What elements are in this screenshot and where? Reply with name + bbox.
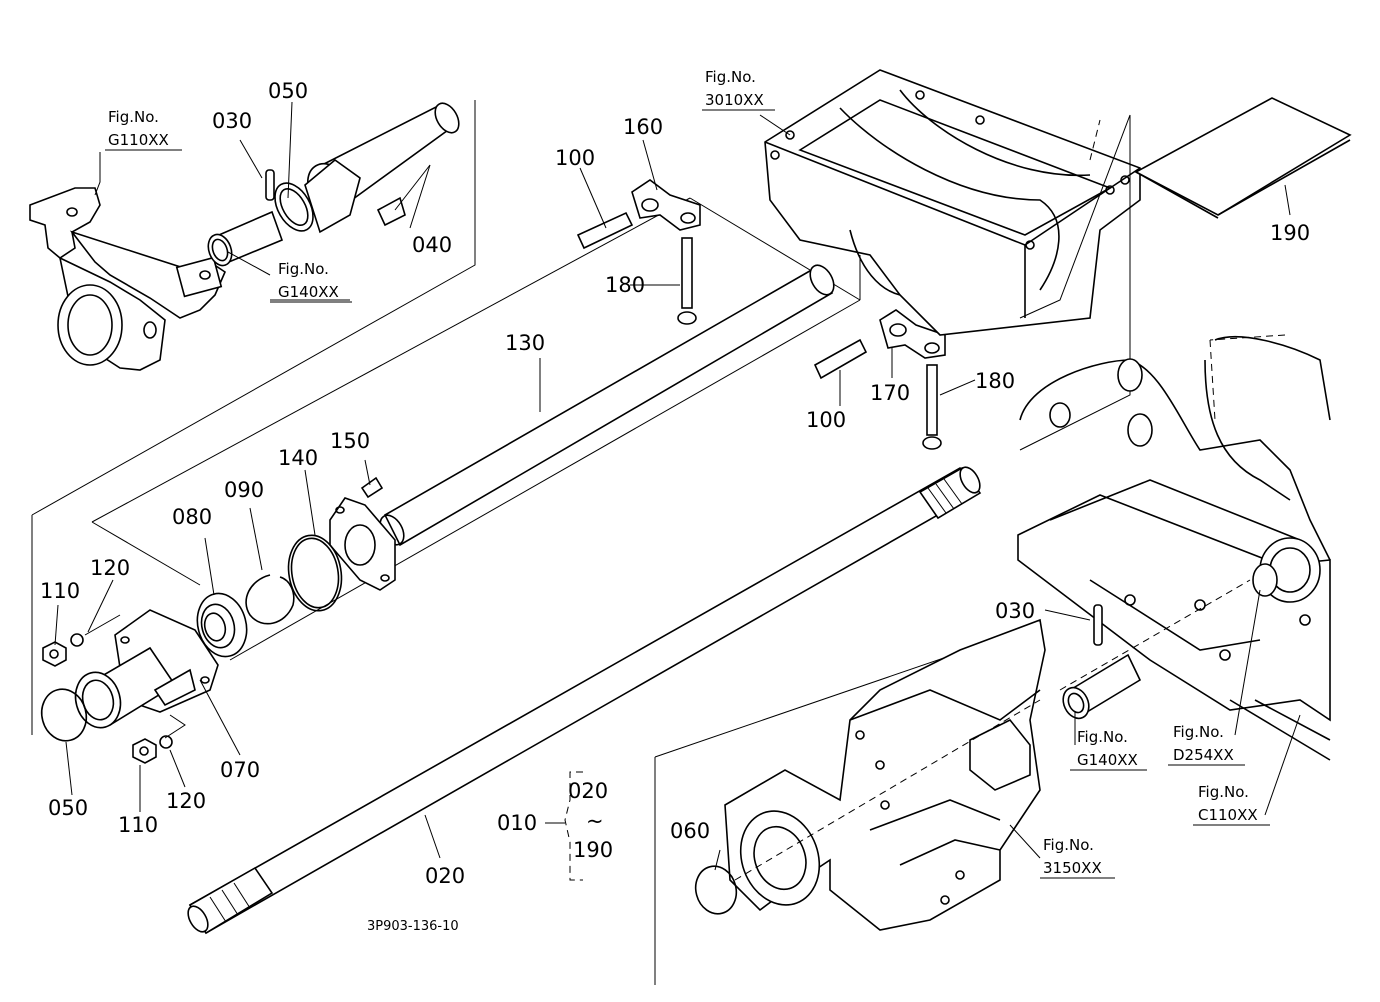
- fig-ref-g140-top: Fig.No. G140XX: [270, 260, 352, 303]
- part-label-190-top: 190: [1270, 221, 1310, 245]
- part-label-070: 070: [220, 758, 260, 782]
- o-ring-050-drawing: [40, 688, 88, 742]
- part-label-040: 040: [412, 233, 452, 257]
- part-label-010: 010: [497, 811, 537, 835]
- part-label-030-top: 030: [212, 109, 252, 133]
- svg-text:Fig.No.: Fig.No.: [1198, 783, 1249, 801]
- kit-range-end: 190: [573, 838, 613, 862]
- drawing-code: 3P903-136-10: [367, 919, 459, 934]
- part-label-050-bottom: 050: [48, 796, 88, 820]
- svg-text:Fig.No.: Fig.No.: [278, 260, 329, 278]
- leader-lines: [54, 101, 1301, 871]
- fig-3010-housing-drawing: [764, 69, 1141, 451]
- part-label-060: 060: [670, 819, 710, 843]
- housing-070-drawing: [74, 609, 219, 729]
- svg-text:G140XX: G140XX: [278, 283, 339, 301]
- part-label-090: 090: [224, 478, 264, 502]
- shaft-020-drawing: [187, 466, 982, 935]
- part-label-080: 080: [172, 505, 212, 529]
- fig-ref-g110-top: Fig.No. G110XX: [105, 108, 182, 151]
- fig-g110-bracket-drawing: [29, 187, 227, 371]
- sheet-190-drawing: [1134, 97, 1352, 219]
- part-label-110-top: 110: [40, 579, 80, 603]
- part-label-150: 150: [330, 429, 370, 453]
- transmission-case-drawing: [1017, 334, 1331, 761]
- kit-010-bracket: [564, 771, 583, 881]
- bracket-160-170-drawing: [576, 179, 946, 450]
- part-label-180-bottom: 180: [975, 369, 1015, 393]
- part-label-140: 140: [278, 446, 318, 470]
- part-label-180-top: 180: [605, 273, 645, 297]
- fig-ref-c110: Fig.No. C110XX: [1193, 783, 1270, 826]
- svg-text:3010XX: 3010XX: [705, 91, 764, 109]
- svg-text:C110XX: C110XX: [1198, 806, 1258, 824]
- svg-text:Fig.No.: Fig.No.: [705, 68, 756, 86]
- part-label-020-shaft: 020: [425, 864, 465, 888]
- part-label-160: 160: [623, 115, 663, 139]
- part-label-170: 170: [870, 381, 910, 405]
- svg-text:Fig.No.: Fig.No.: [1173, 723, 1224, 741]
- fig-3150-case-drawing: [654, 579, 1251, 985]
- flange-plate-drawing: [245, 476, 396, 625]
- svg-text:Fig.No.: Fig.No.: [1077, 728, 1128, 746]
- kit-range-tilde: ~: [586, 809, 604, 833]
- svg-text:D254XX: D254XX: [1173, 746, 1234, 764]
- part-label-130: 130: [505, 331, 545, 355]
- fig-ref-3150: Fig.No. 3150XX: [1040, 836, 1115, 879]
- part-label-100-bottom: 100: [806, 408, 846, 432]
- fig-ref-3010: Fig.No. 3010XX: [702, 68, 775, 111]
- svg-text:3150XX: 3150XX: [1043, 859, 1102, 877]
- svg-text:G140XX: G140XX: [1077, 751, 1138, 769]
- kit-range-start: 020: [568, 779, 608, 803]
- part-label-050-top: 050: [268, 79, 308, 103]
- sleeve-040-drawing: [207, 102, 460, 267]
- tube-130-drawing: [379, 264, 835, 547]
- part-label-030-right: 030: [995, 599, 1035, 623]
- part-label-100-top: 100: [555, 146, 595, 170]
- part-label-120-top: 120: [90, 556, 130, 580]
- svg-text:Fig.No.: Fig.No.: [1043, 836, 1094, 854]
- svg-text:G110XX: G110XX: [108, 131, 169, 149]
- part-label-110-bottom: 110: [118, 813, 158, 837]
- svg-text:Fig.No.: Fig.No.: [108, 108, 159, 126]
- fig-ref-g140-right: Fig.No. G140XX: [1070, 728, 1147, 771]
- fig-ref-d254: Fig.No. D254XX: [1168, 723, 1245, 766]
- nut-washer-drawing: [42, 614, 186, 764]
- part-label-120-bottom: 120: [166, 789, 206, 813]
